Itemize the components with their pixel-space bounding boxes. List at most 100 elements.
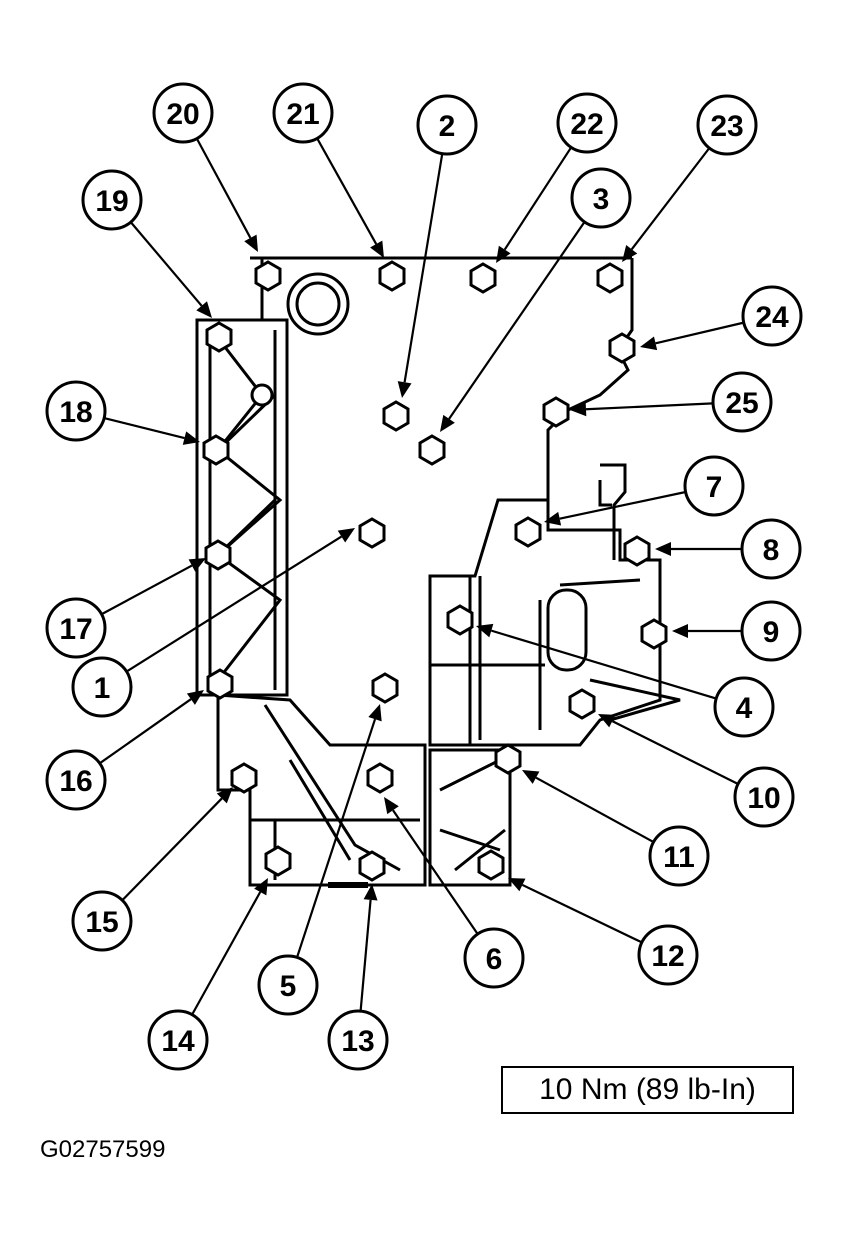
callout-13: 13 xyxy=(327,1009,389,1071)
callout-circle-13 xyxy=(327,1009,389,1071)
bolt-19 xyxy=(205,321,233,353)
callout-circle-9 xyxy=(740,600,802,662)
leader-line-1 xyxy=(125,535,343,673)
callout-number-10: 10 xyxy=(747,782,780,815)
bolt-13 xyxy=(358,850,386,882)
callout-circle-16 xyxy=(45,749,107,811)
leader-line-23 xyxy=(630,147,711,250)
callout-number-12: 12 xyxy=(651,940,684,973)
callout-circle-12 xyxy=(637,924,699,986)
leader-line-12 xyxy=(521,883,643,944)
callout-10: 10 xyxy=(733,766,795,828)
callout-number-20: 20 xyxy=(166,98,199,131)
callout-number-19: 19 xyxy=(95,185,128,218)
bolt-24 xyxy=(608,332,636,364)
torque-spec-box: 10 Nm (89 lb-In) xyxy=(501,1066,794,1114)
callout-number-6: 6 xyxy=(486,943,503,976)
callout-number-21: 21 xyxy=(286,98,319,131)
arrowhead-3 xyxy=(440,414,455,432)
leader-line-2 xyxy=(403,153,444,383)
leader-line-25 xyxy=(585,402,714,411)
callout-11: 11 xyxy=(648,825,710,887)
bolts xyxy=(202,260,668,882)
leader-line-22 xyxy=(503,146,573,251)
callout-7: 7 xyxy=(683,455,745,517)
callout-14: 14 xyxy=(147,1009,209,1071)
callout-1: 1 xyxy=(71,656,133,718)
callout-circle-14 xyxy=(147,1009,209,1071)
callout-2: 2 xyxy=(416,94,478,156)
callout-circle-25 xyxy=(711,371,773,433)
bolt-5 xyxy=(371,672,399,704)
callout-21: 21 xyxy=(272,82,334,144)
callout-number-9: 9 xyxy=(763,616,780,649)
callout-3: 3 xyxy=(570,167,632,229)
callout-number-23: 23 xyxy=(710,110,743,143)
callout-circle-8 xyxy=(740,518,802,580)
leader-lines xyxy=(99,137,745,1016)
leader-line-17 xyxy=(101,564,193,616)
arrowhead-15 xyxy=(216,787,233,804)
callout-number-8: 8 xyxy=(763,534,780,567)
callout-circle-24 xyxy=(741,285,803,347)
callout-12: 12 xyxy=(637,924,699,986)
bolt-7 xyxy=(514,516,542,548)
arrowhead-20 xyxy=(244,234,258,252)
callout-number-13: 13 xyxy=(341,1025,374,1058)
arrowhead-5 xyxy=(368,704,382,722)
callout-circle-21 xyxy=(272,82,334,144)
callout-number-5: 5 xyxy=(280,970,297,1003)
arrowhead-16 xyxy=(186,690,204,705)
arrowhead-7 xyxy=(544,511,562,526)
callout-circle-19 xyxy=(81,169,143,231)
bolt-14 xyxy=(264,845,292,877)
leader-line-4 xyxy=(490,629,717,700)
arrowhead-19 xyxy=(196,301,212,318)
leader-line-24 xyxy=(655,321,745,345)
leader-line-18 xyxy=(103,416,185,440)
leader-line-15 xyxy=(121,797,223,902)
bolt-3 xyxy=(418,434,446,466)
callout-number-16: 16 xyxy=(59,765,92,798)
callout-number-4: 4 xyxy=(736,692,753,725)
arrowhead-13 xyxy=(363,884,378,901)
arrowhead-12 xyxy=(508,878,526,892)
bolt-17 xyxy=(204,539,232,571)
callout-number-24: 24 xyxy=(755,301,789,334)
callout-19: 19 xyxy=(81,169,143,231)
callout-circle-15 xyxy=(71,890,133,952)
callout-circle-4 xyxy=(713,676,775,738)
bolt-10 xyxy=(568,688,596,720)
arrowhead-23 xyxy=(622,245,638,262)
arrowhead-2 xyxy=(397,381,412,398)
callout-number-2: 2 xyxy=(439,110,456,143)
arrowhead-25 xyxy=(570,402,587,417)
bolt-8 xyxy=(623,535,651,567)
callout-6: 6 xyxy=(463,927,525,989)
callout-number-15: 15 xyxy=(85,906,118,939)
arrowhead-21 xyxy=(370,240,384,258)
callout-circle-17 xyxy=(45,597,107,659)
arrowhead-11 xyxy=(522,770,540,784)
callout-number-14: 14 xyxy=(161,1025,195,1058)
leader-line-3 xyxy=(448,221,586,420)
callout-circle-5 xyxy=(257,954,319,1016)
callout-number-1: 1 xyxy=(94,672,111,705)
callout-number-25: 25 xyxy=(725,387,758,420)
leader-line-7 xyxy=(559,490,686,520)
callout-16: 16 xyxy=(45,749,107,811)
callout-15: 15 xyxy=(71,890,133,952)
callout-circle-2 xyxy=(416,94,478,156)
arrowhead-10 xyxy=(598,714,616,728)
leader-line-21 xyxy=(316,137,378,245)
bolt-23 xyxy=(596,262,624,294)
bolt-21 xyxy=(378,260,406,292)
callout-17: 17 xyxy=(45,597,107,659)
callout-circle-18 xyxy=(45,380,107,442)
leader-line-6 xyxy=(392,809,479,935)
bolt-2 xyxy=(382,400,410,432)
callout-number-17: 17 xyxy=(59,613,92,646)
bolt-6 xyxy=(366,762,394,794)
bolt-15 xyxy=(230,762,258,794)
